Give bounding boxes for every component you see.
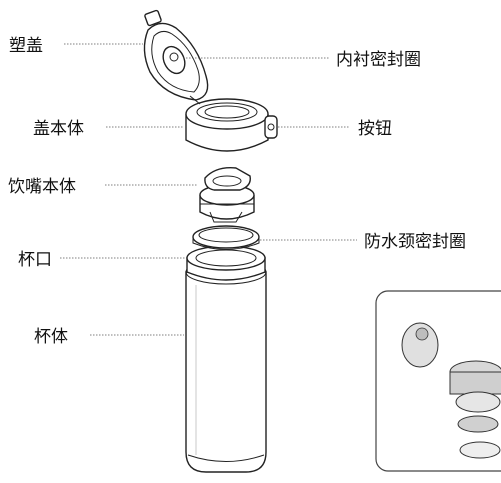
label-cup-mouth: 杯口	[18, 250, 52, 270]
plastic-lid-illustration	[143, 9, 209, 105]
cup-body-illustration	[185, 259, 267, 473]
label-neck-seal: 防水颈密封圈	[364, 232, 466, 252]
label-spout-body: 饮嘴本体	[8, 177, 76, 197]
label-inner-seal: 内衬密封圈	[336, 50, 421, 70]
label-lid-body: 盖本体	[33, 119, 84, 139]
spout-body-illustration	[199, 167, 255, 223]
label-button: 按钮	[358, 119, 392, 139]
label-plastic-lid: 塑盖	[9, 36, 43, 56]
product-inset	[375, 290, 501, 472]
cup-mouth-illustration	[186, 245, 266, 281]
lid-body-illustration	[185, 98, 278, 152]
neck-seal-illustration	[192, 225, 260, 250]
label-cup-body: 杯体	[34, 327, 68, 347]
